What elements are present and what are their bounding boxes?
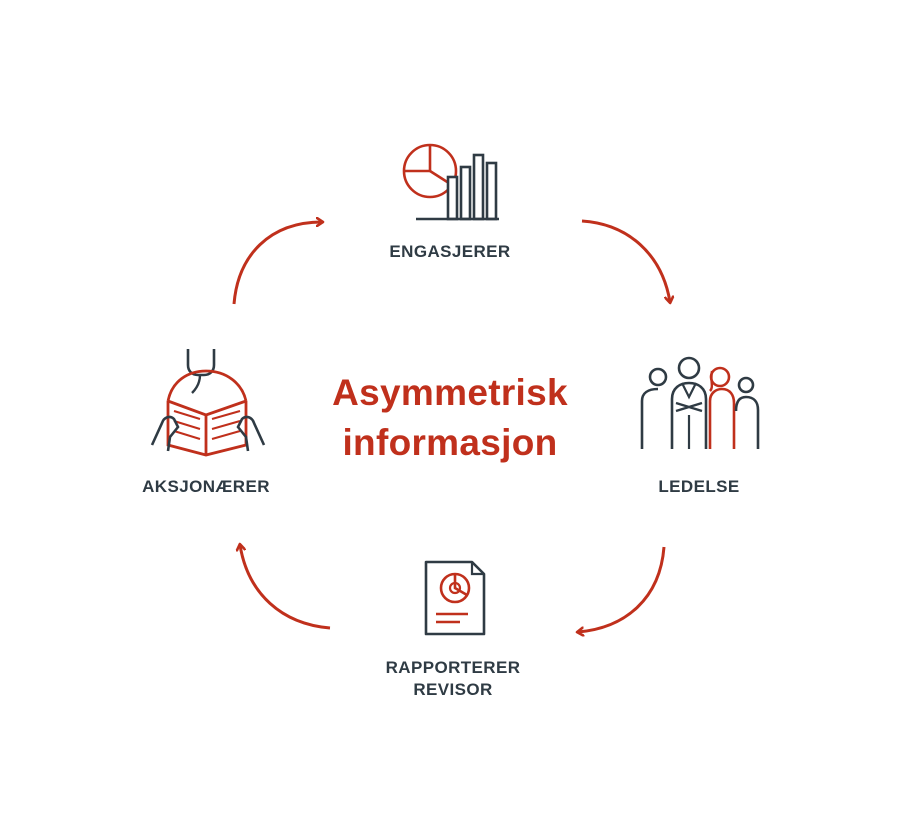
chart-icon xyxy=(402,143,499,221)
node-label-engasjerer: ENGASJERER xyxy=(389,242,511,261)
arrow-bottom-to-left xyxy=(240,545,331,630)
node-label-line-1: RAPPORTERER xyxy=(385,658,521,677)
node-label-ledelse: LEDELSE xyxy=(658,477,740,496)
report-document-icon xyxy=(424,560,486,636)
title-line-2: informasjon xyxy=(342,422,558,463)
title-line-1: Asymmetrisk xyxy=(332,372,568,413)
node-label-rapporterer-revisor: RAPPORTERER REVISOR xyxy=(353,657,553,701)
management-group-icon xyxy=(640,356,760,449)
diagram-title: Asymmetrisk informasjon xyxy=(250,368,650,468)
arrow-right-to-bottom xyxy=(578,546,666,632)
node-label-line-2: REVISOR xyxy=(413,680,493,699)
shareholders-icon xyxy=(150,349,266,457)
arrow-top-to-right xyxy=(581,219,670,302)
node-label-aksjonaerer: AKSJONÆRER xyxy=(142,477,270,496)
arrow-left-to-top xyxy=(232,222,322,305)
